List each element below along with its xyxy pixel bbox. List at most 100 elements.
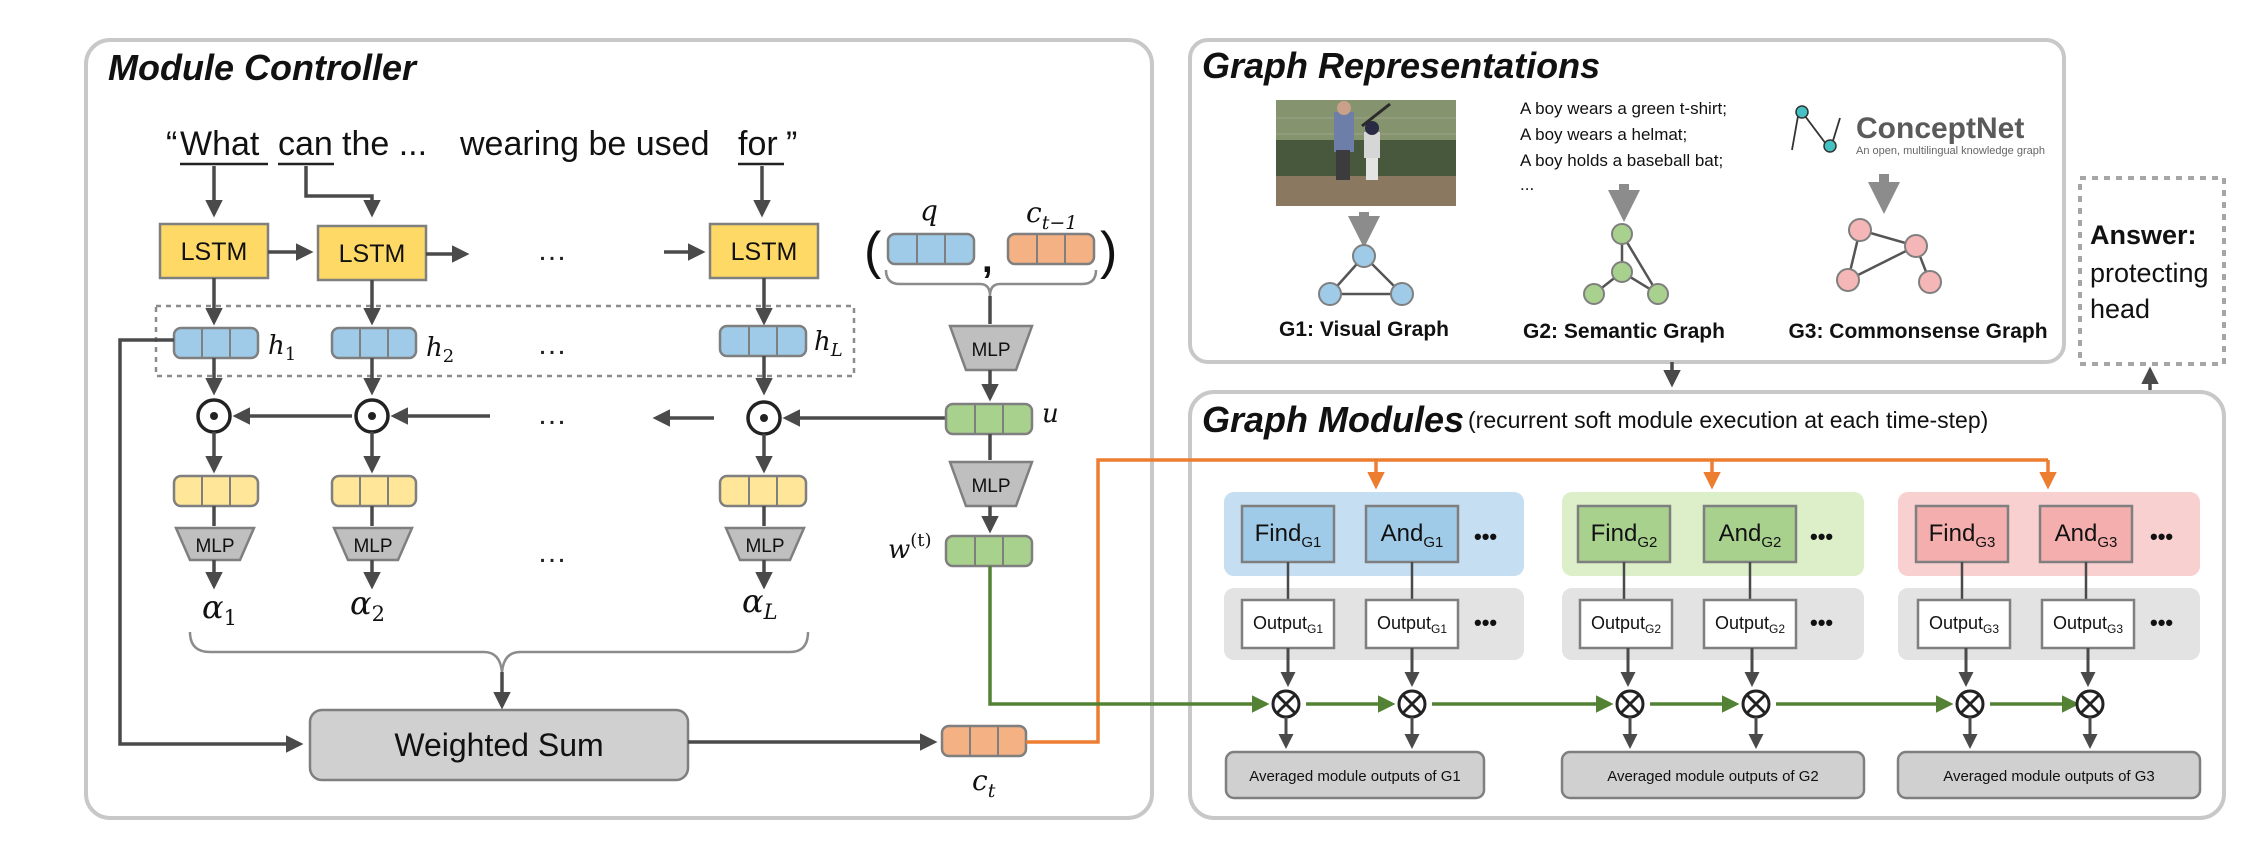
averaged-output-g1: Averaged module outputs of G1 [1224,750,1486,800]
module-controller-title: Module Controller [108,47,418,88]
gated-vector-2 [330,474,418,508]
tuple-close-paren: ) [1100,222,1117,280]
semantic-sentences: A boy wears a green t-shirt; A boy wears… [1520,99,1727,194]
mlp-alpha-2: MLP [332,526,414,562]
baseball-photo [1276,100,1456,206]
find-module-g1: FindG1 [1240,504,1336,564]
g3-caption: G3: Commonsense Graph [1788,320,2047,343]
weight-node-g3-find [1955,689,1985,719]
question-word-for: for [738,125,778,163]
svg-text:MLP: MLP [745,536,784,557]
h2-label: h2 [426,333,454,367]
hidden-vector-h1 [172,326,260,360]
alpha-2-label: α2 [350,584,385,626]
mlp-w: MLP [948,460,1034,508]
context-routing [1026,458,2057,744]
output-g1-and: OutputG1 [1364,598,1460,650]
question-word-what: What [180,125,260,163]
tuple-comma: , [982,239,993,281]
svg-text:FindG3: FindG3 [1929,520,1996,551]
vector-u [944,402,1034,436]
mlp-alpha-1: MLP [174,526,256,562]
product-ellipsis: … [537,398,567,431]
svg-text:FindG1: FindG1 [1255,520,1322,551]
svg-text:FindG2: FindG2 [1591,520,1658,551]
product-node-1 [196,398,232,434]
weighted-sum-label: Weighted Sum [394,727,603,763]
svg-text:Averaged module outputs of G2: Averaged module outputs of G2 [1607,768,1819,785]
context-vector-ct [940,724,1028,758]
svg-text:OutputG2: OutputG2 [1715,613,1785,636]
question-sentence: “ What can the ... wearing be used for ” [166,125,797,163]
hidden-vector-hL [718,324,808,358]
weight-node-g2-find [1615,689,1645,719]
answer-line-2: head [2090,294,2150,324]
module-group-g3: FindG3 AndG3 ••• OutputG3 OutputG3 ••• [1896,492,2202,800]
lstm-cell-1: LSTM [158,222,270,280]
question-word-the: the ... [342,125,427,163]
gated-vector-1 [172,474,260,508]
find-module-g2: FindG2 [1576,504,1672,564]
gated-vector-L [718,474,808,508]
w-label: w(t) [888,530,932,565]
product-node-L [746,400,782,436]
averaged-output-g3: Averaged module outputs of G3 [1896,750,2202,800]
svg-text:MLP: MLP [971,476,1010,497]
ct-label: ct [972,764,996,802]
graph-modules-subtitle: (recurrent soft module execution at each… [1468,407,1988,433]
svg-text:AndG3: AndG3 [2055,520,2118,551]
question-vector-q [886,232,976,266]
semantic-sentence-1: A boy wears a green t-shirt; [1520,99,1727,118]
averaged-output-g2: Averaged module outputs of G2 [1560,750,1866,800]
find-module-g3: FindG3 [1914,504,2010,564]
answer-line-1: protecting [2090,258,2209,288]
vector-w [944,534,1034,568]
module-controller-panel: Module Controller “ What can the ... wea… [84,38,1154,820]
g1-caption: G1: Visual Graph [1279,318,1449,341]
output-g2-and: OutputG2 [1702,598,1798,650]
lstm-cell-2: LSTM [316,224,428,282]
question-open-quote: “ [166,125,177,163]
weight-node-g1-and [1397,689,1427,719]
question-close-quote: ” [786,125,797,163]
output-g2-find: OutputG2 [1578,598,1674,650]
g3-module-ellipsis: ••• [2150,524,2173,549]
svg-text:AndG1: AndG1 [1381,520,1444,551]
visual-graph [1318,244,1414,306]
semantic-sentence-4: ... [1520,175,1534,194]
question-word-can: can [278,125,333,163]
weight-node-g1-find [1271,689,1301,719]
alpha-ellipsis: … [537,536,567,569]
graph-representations-panel: Graph Representations G1: Visual [1188,38,2066,364]
lstm-ellipsis: … [537,234,567,267]
svg-text:MLP: MLP [971,340,1010,361]
g2-caption: G2: Semantic Graph [1523,320,1725,343]
and-module-g1: AndG1 [1364,504,1460,564]
lstm-label-2: LSTM [339,240,406,268]
alpha-brace [188,631,810,673]
alpha-L-label: αL [742,582,778,624]
g2-module-ellipsis: ••• [1810,524,1833,549]
and-module-g2: AndG2 [1702,504,1798,564]
weight-node-g3-and [2075,689,2105,719]
svg-text:AndG2: AndG2 [1719,520,1782,551]
hidden-vector-h2 [330,326,418,360]
tuple-open-paren: ( [864,222,882,280]
answer-box: Answer: protecting head [2078,176,2226,366]
conceptnet-logo: ConceptNet An open, multilingual knowled… [1791,105,2045,157]
g3-output-ellipsis: ••• [2150,610,2173,635]
mlp-alpha-L: MLP [724,526,806,562]
svg-text:OutputG1: OutputG1 [1377,613,1447,636]
g1-output-ellipsis: ••• [1474,610,1497,635]
q-label: q [920,194,938,227]
g2-output-ellipsis: ••• [1810,610,1833,635]
weight-routing [988,566,2080,713]
u-label: u [1042,399,1059,429]
prev-context-vector [1006,232,1096,266]
conceptnet-tagline: An open, multilingual knowledge graph [1856,145,2045,157]
hL-label: hL [814,327,843,361]
output-g1-find: OutputG1 [1240,598,1336,650]
module-group-g2: FindG2 AndG2 ••• OutputG2 OutputG2 ••• [1560,492,1866,800]
answer-label: Answer: [2090,220,2197,250]
svg-text:OutputG3: OutputG3 [1929,613,1999,636]
